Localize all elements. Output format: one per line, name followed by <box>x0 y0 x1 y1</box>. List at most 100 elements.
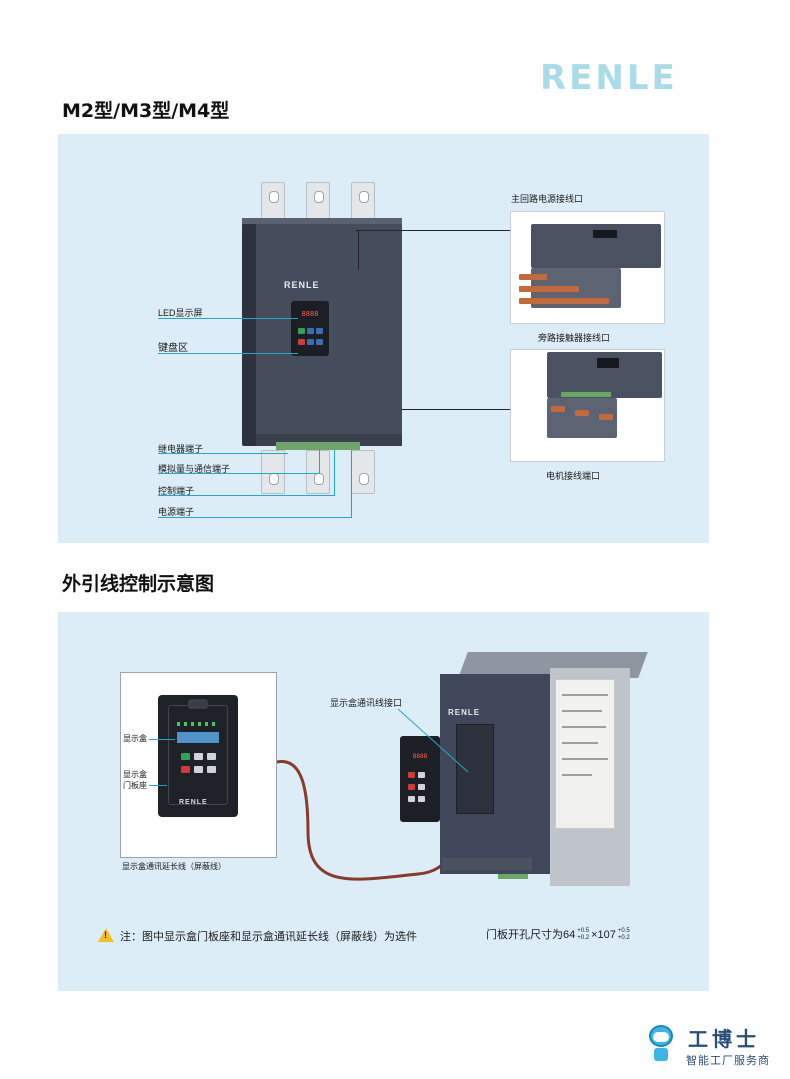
leader-line <box>158 473 320 474</box>
dimension-times: ×107 <box>591 929 616 941</box>
leader-line <box>158 495 335 496</box>
footer-brand-subtitle: 智能工厂服务商 <box>686 1055 770 1067</box>
external-display-box: 8888 <box>400 736 440 822</box>
bottom-busbar-terminal <box>306 450 330 494</box>
door-mount-label-line1: 显示盒 <box>123 770 147 779</box>
nameplate-text <box>562 758 608 760</box>
footer-brand-title: 工博士 <box>688 1027 760 1051</box>
leader-line <box>358 230 359 270</box>
bottom-busbar-terminal <box>261 450 285 494</box>
copper-busbar <box>599 414 613 420</box>
closeup-display <box>597 358 619 368</box>
keypad-area-label: 键盘区 <box>158 343 188 354</box>
copper-busbar <box>519 274 547 280</box>
keypad-button <box>408 784 415 790</box>
leader-line <box>334 450 335 496</box>
keypad-button <box>298 339 305 345</box>
brand-logo: RENLE <box>540 58 678 98</box>
copper-busbar <box>519 286 579 292</box>
leader-line <box>351 450 352 518</box>
leader-line <box>402 409 510 410</box>
extension-cable-label: 显示盒通讯延长线（屏蔽线） <box>122 862 226 871</box>
door-mount-label-line2: 门板座 <box>123 781 147 790</box>
main-power-port-closeup <box>510 211 665 324</box>
leader-line <box>149 739 175 740</box>
copper-busbar <box>575 410 589 416</box>
keypad-button <box>418 772 425 778</box>
copper-busbar <box>519 298 609 304</box>
options-note: 注：图中显示盒门板座和显示盒通讯延长线（屏蔽线）为选件 <box>98 928 417 944</box>
leader-line <box>319 450 320 474</box>
copper-busbar <box>551 406 565 412</box>
remote-display-box <box>158 695 238 817</box>
led-display: 8888 <box>301 310 319 318</box>
bottom-busbar-terminal <box>351 450 375 494</box>
comm-port-label: 显示盒通讯线接口 <box>330 698 403 708</box>
keypad-button <box>194 766 203 773</box>
cutout-dimension: 门板开孔尺寸为64+0.5+0.2×107+0.5+0.2 <box>486 926 632 942</box>
motor-port-closeup <box>510 349 665 462</box>
analog-comm-terminal-label: 模拟量与通信端子 <box>158 464 231 474</box>
width-tol-lower: +0.2 <box>577 935 590 942</box>
keypad-button <box>181 753 190 760</box>
options-note-text: 注：图中显示盒门板座和显示盒通讯延长线（屏蔽线）为选件 <box>120 931 417 943</box>
closeup-display <box>593 230 617 238</box>
leader-line <box>158 318 298 319</box>
nameplate-text <box>562 726 606 728</box>
soft-starter-body <box>242 224 402 446</box>
nameplate-text <box>562 742 598 744</box>
bypass-contactor-port-label: 旁路接触器接线口 <box>538 333 611 343</box>
width-tolerance: +0.5+0.2 <box>577 928 589 942</box>
keypad-button <box>181 766 190 773</box>
external-wiring-panel: RENLE 显示盒 显示盒 门板座 显示盒通讯延长线（屏蔽线） RENLE 88… <box>58 612 709 991</box>
leader-line <box>158 453 288 454</box>
nameplate-text <box>562 710 602 712</box>
cabinet-brand-label: RENLE <box>448 708 481 717</box>
keypad-button <box>298 328 305 334</box>
height-tol-upper: +0.5 <box>617 928 630 935</box>
led-display-label: LED显示屏 <box>158 308 203 318</box>
product-nameplate <box>555 679 615 829</box>
nameplate-text <box>562 694 608 696</box>
power-terminal-label: 电源端子 <box>158 507 195 517</box>
mascot-logo-icon <box>647 1023 675 1063</box>
height-tolerance: +0.5+0.2 <box>618 928 630 942</box>
keypad-button <box>307 328 314 334</box>
terminal-strip <box>276 442 360 450</box>
display-box-label: 显示盒 <box>123 734 147 743</box>
keypad-button <box>408 796 415 802</box>
device-overview-panel: RENLE 8888 LED显示屏 键盘区 继电器端子 模拟量与通信端子 控制端… <box>58 134 709 543</box>
keypad-button <box>408 772 415 778</box>
leader-line <box>158 353 298 354</box>
device-top-edge <box>242 218 402 228</box>
leader-line <box>356 230 510 231</box>
leader-line <box>158 517 352 518</box>
control-terminal-label: 控制端子 <box>158 486 195 496</box>
warning-icon <box>98 928 114 942</box>
keypad-button <box>418 796 425 802</box>
device-brand-label: RENLE <box>284 280 320 290</box>
dimension-prefix: 门板开孔尺寸为64 <box>486 929 576 941</box>
nameplate-text <box>562 774 592 776</box>
height-tol-lower: +0.2 <box>617 935 630 942</box>
display-screen <box>177 732 219 743</box>
section-title-external-wiring: 外引线控制示意图 <box>62 573 215 595</box>
inset-brand-label: RENLE <box>179 799 208 806</box>
relay-terminal-label: 继电器端子 <box>158 444 204 454</box>
keypad-button <box>316 339 323 345</box>
keypad-button <box>316 328 323 334</box>
cabinet-terminal-strip <box>498 874 528 879</box>
cabinet-terminal-block <box>442 858 532 870</box>
motor-port-label: 电机接线端口 <box>546 471 601 481</box>
keypad-button <box>307 339 314 345</box>
comm-port-leader <box>397 708 469 773</box>
status-leds <box>177 722 219 726</box>
main-power-port-label: 主回路电源接线口 <box>511 194 584 204</box>
keypad-module: 8888 <box>291 301 329 356</box>
keypad-button <box>207 753 216 760</box>
section-title-models: M2型/M3型/M4型 <box>62 100 230 122</box>
keypad-button <box>418 784 425 790</box>
closeup-terminal-strip <box>561 392 611 397</box>
leader-line <box>149 785 167 786</box>
display-slot <box>456 724 494 814</box>
